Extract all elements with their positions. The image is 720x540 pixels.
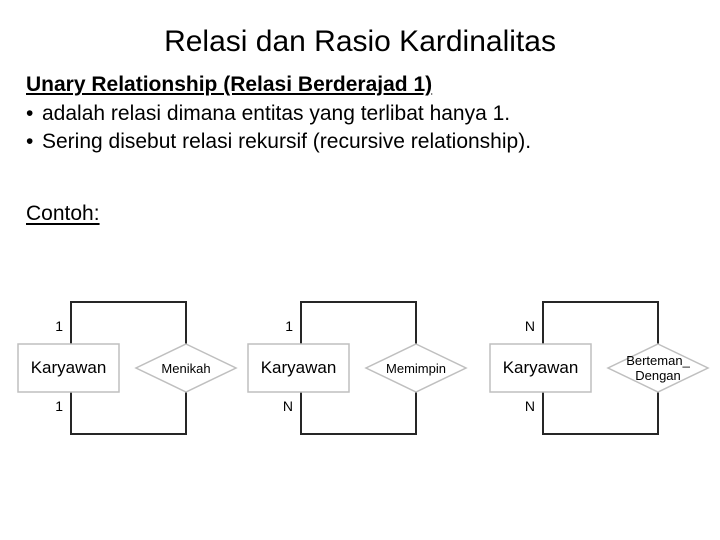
entity-rectangle	[17, 343, 120, 393]
example-label: Contoh:	[26, 202, 100, 225]
body-text-block: Unary Relationship (Relasi Berderajad 1)…	[26, 72, 706, 156]
bullet-item-1: • adalah relasi dimana entitas yang terli…	[26, 100, 706, 128]
entity-rectangle	[247, 343, 350, 393]
bullet-item-1-text: adalah relasi dimana entitas yang terlib…	[42, 102, 511, 125]
entity-rectangle	[489, 343, 592, 393]
relationship-diamond	[606, 343, 710, 393]
section-heading: Unary Relationship (Relasi Berderajad 1)	[26, 73, 433, 96]
relationship-diamond	[134, 343, 238, 393]
bullet-marker-icon: •	[26, 130, 34, 153]
relationship-diamond	[364, 343, 468, 393]
bullet-marker-icon: •	[26, 102, 34, 125]
bullet-item-2-text: Sering disebut relasi rekursif (recursiv…	[42, 130, 532, 153]
bullet-item-2: • Sering disebut relasi rekursif (recursi…	[26, 128, 706, 156]
page-title: Relasi dan Rasio Kardinalitas	[164, 25, 556, 58]
